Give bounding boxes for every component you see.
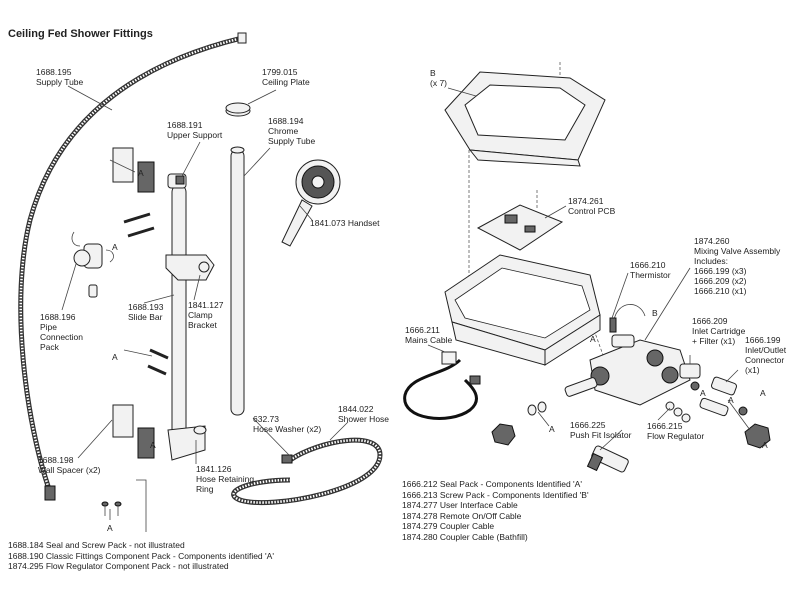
label-hose-retaining-ring: 1841.126 Hose Retaining Ring bbox=[196, 464, 255, 494]
upper-support-drawing bbox=[112, 147, 155, 193]
letter-a-cartridge: A bbox=[700, 388, 706, 398]
leader-lines bbox=[61, 85, 751, 520]
thermistor-drawing bbox=[609, 304, 646, 333]
label-thermistor: 1666.210 Thermistor bbox=[630, 260, 671, 280]
screws-and-plugs-drawing bbox=[101, 212, 169, 516]
guide-lines bbox=[468, 62, 604, 356]
supply-tube-drawing bbox=[18, 32, 247, 501]
label-supply-tube: 1688.195 Supply Tube bbox=[36, 67, 84, 87]
label-push-fit-isolator: 1666.225 Push Fit Isolator bbox=[570, 420, 632, 440]
housing-drawing bbox=[444, 254, 601, 366]
letter-b-thermistor: B bbox=[652, 308, 658, 318]
label-hose-washer: 632.73 Hose Washer (x2) bbox=[253, 414, 322, 434]
letter-a-wall-spacer: A bbox=[150, 440, 156, 450]
shower-hose-drawing bbox=[231, 437, 383, 505]
label-clamp-bracket: 1841.127 Clamp Bracket bbox=[188, 300, 224, 330]
diagram-title: Ceiling Fed Shower Fittings bbox=[8, 28, 153, 40]
handset-drawing bbox=[281, 159, 341, 247]
label-handset: 1841.073 Handset bbox=[310, 218, 380, 228]
note-left-item: 1688.190 Classic Fittings Component Pack… bbox=[8, 550, 274, 561]
connector-nuts-drawing bbox=[491, 401, 771, 449]
note-right-item: 1874.279 Coupler Cable bbox=[402, 521, 495, 532]
label-inlet-outlet-connector: 1666.199 Inlet/Outlet Connector (x1) bbox=[745, 335, 787, 375]
letter-a-connector: A bbox=[760, 388, 766, 398]
ceiling-plate-drawing bbox=[225, 102, 251, 117]
note-right-item: 1874.277 User Interface Cable bbox=[402, 500, 518, 511]
label-mixing-valve: 1874.260 Mixing Valve Assembly Includes:… bbox=[694, 236, 781, 296]
label-cover-b: B (x 7) bbox=[430, 68, 447, 88]
note-right-item: 1666.213 Screw Pack - Components Identif… bbox=[402, 489, 589, 500]
letter-a-connector-lower: A bbox=[728, 395, 734, 405]
label-shower-hose: 1844.022 Shower Hose bbox=[338, 404, 390, 424]
wall-spacer-drawing bbox=[112, 404, 155, 532]
label-wall-spacer: 1688.198 Wall Spacer (x2) bbox=[38, 455, 101, 475]
note-right-item: 1874.278 Remote On/Off Cable bbox=[402, 510, 522, 521]
label-pipe-connection-pack: 1688.196 Pipe Connection Pack bbox=[40, 312, 84, 352]
letter-a-seals: A bbox=[549, 424, 555, 434]
notes-right: 1666.212 Seal Pack - Components Identifi… bbox=[402, 479, 589, 543]
letter-a-bottom-screws: A bbox=[107, 523, 113, 533]
letter-a-thermistor: A bbox=[590, 334, 596, 344]
control-pcb-drawing bbox=[476, 204, 564, 251]
chrome-supply-tube-drawing bbox=[230, 146, 245, 416]
label-mains-cable: 1666.211 Mains Cable bbox=[405, 325, 453, 345]
pipe-connection-drawing bbox=[71, 231, 114, 298]
mixing-valve-drawing bbox=[589, 334, 691, 406]
label-inlet-cartridge: 1666.209 Inlet Cartridge + Filter (x1) bbox=[692, 316, 746, 346]
note-right-item: 1666.212 Seal Pack - Components Identifi… bbox=[402, 479, 582, 489]
label-control-pcb: 1874.261 Control PCB bbox=[568, 196, 616, 216]
cover-drawing bbox=[444, 71, 606, 167]
mains-cable-drawing bbox=[403, 351, 481, 420]
note-left-item: 1874.295 Flow Regulator Component Pack -… bbox=[8, 561, 229, 572]
label-chrome-supply-tube: 1688.194 Chrome Supply Tube bbox=[268, 116, 316, 146]
label-slide-bar: 1688.193 Slide Bar bbox=[128, 302, 164, 322]
letter-a-screws-upper: A bbox=[112, 242, 118, 252]
note-left-item: 1688.184 Seal and Screw Pack - not illus… bbox=[8, 540, 185, 550]
note-right-item: 1874.280 Coupler Cable (Bathfill) bbox=[402, 531, 528, 542]
label-upper-support: 1688.191 Upper Support bbox=[167, 120, 223, 140]
label-ceiling-plate: 1799.015 Ceiling Plate bbox=[262, 67, 310, 87]
flow-regulator-drawing bbox=[665, 401, 691, 423]
push-fit-isolator-drawing bbox=[586, 445, 629, 473]
letter-a-nut-right: A bbox=[762, 440, 768, 450]
letter-a-upper-support: A bbox=[138, 168, 144, 178]
inlet-cartridges-drawing bbox=[564, 363, 748, 417]
label-flow-regulator: 1666.215 Flow Regulator bbox=[647, 421, 705, 441]
notes-left: 1688.184 Seal and Screw Pack - not illus… bbox=[8, 540, 274, 572]
letter-a-screws-lower: A bbox=[112, 352, 118, 362]
